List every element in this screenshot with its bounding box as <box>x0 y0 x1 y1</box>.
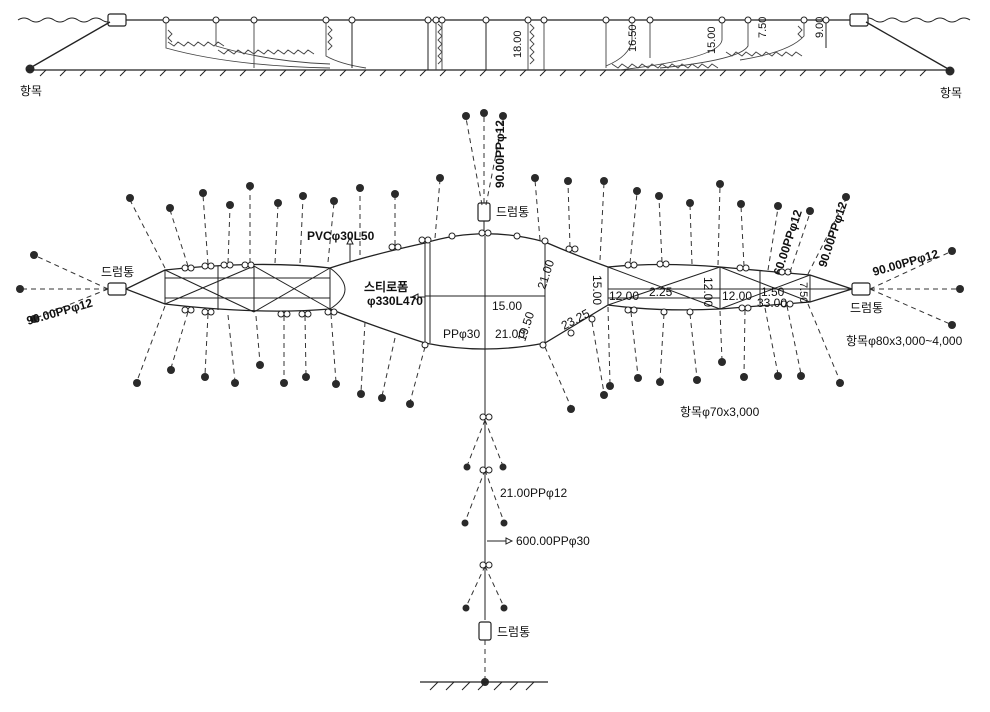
net-outer-top <box>125 233 853 290</box>
side-dim-1650: 16.50 <box>627 24 639 52</box>
center-chamber-arrow <box>410 293 425 301</box>
dim-2325: 23.25 <box>559 306 592 333</box>
side-net-left-mid <box>215 20 331 65</box>
side-dim-750: 7.50 <box>757 17 769 38</box>
side-net-right-zigzag <box>611 25 803 69</box>
drum-bottom <box>478 621 492 641</box>
right-rope-b-label: 90.00PPφ12 <box>816 200 850 269</box>
left-wing-inner <box>164 265 331 313</box>
dim-150: 1.50 <box>761 285 785 299</box>
dim-21-bottom: 21.00 <box>495 327 525 341</box>
side-net-left-inner <box>253 20 367 69</box>
side-anchor-left-label: 항목 <box>20 84 42 98</box>
pp30-label: PPφ30 <box>443 327 480 341</box>
right-chamber <box>607 266 852 310</box>
dim-21-slant: 21.00 <box>535 258 558 291</box>
side-anchor-right-label: 항목 <box>940 86 962 100</box>
dim-15-vert: 15.00 <box>590 275 604 305</box>
side-dim-15: 15.00 <box>706 26 718 54</box>
side-floats <box>162 16 830 24</box>
plan-floats <box>181 229 794 349</box>
pvc-label: PVCφ30L50 <box>307 229 375 243</box>
anchor-80-label: 항목φ80x3,000~4,000 <box>846 334 963 348</box>
center-chamber <box>329 236 546 345</box>
lead-rope-label: 21.00PPφ12 <box>500 486 567 500</box>
anchor-70-label: 항목φ70x3,000 <box>680 405 760 419</box>
side-anchor-line-left <box>29 21 111 69</box>
side-anchor-right <box>945 66 955 76</box>
side-net-right-outer <box>619 20 805 71</box>
drum-top-label: 드럼통 <box>496 205 529 219</box>
drum-left-label: 드럼통 <box>101 265 134 279</box>
drum-right <box>851 282 871 296</box>
side-net-left-outer <box>165 20 331 69</box>
dim-225: 2.25 <box>649 285 673 299</box>
styrofoam-label-1: 스티로폼 <box>364 279 408 294</box>
main-rope-label: 600.00PPφ30 <box>516 534 590 548</box>
drum-left <box>107 282 127 296</box>
main-rope-anchors <box>461 419 508 612</box>
side-anchor-left <box>25 64 35 74</box>
seabed-hatch <box>39 69 927 77</box>
side-net-left-zigzag <box>167 25 333 55</box>
left-rope-label: 90.00PPφ12 <box>25 296 95 328</box>
drum-bottom-label: 드럼통 <box>497 625 530 639</box>
dim-12-b: 12.00 <box>701 277 715 307</box>
plan-view: 드럼통 90.00PPφ12 드럼통 90.00PPφ12 드럼통 90.00P… <box>16 109 964 691</box>
right-rope-label: 90.00PPφ12 <box>871 247 941 279</box>
dim-750: 7.50 <box>797 282 809 303</box>
dim-15-center: 15.00 <box>492 299 522 313</box>
side-net-right-inner <box>605 20 651 68</box>
dim-12-c: 12.00 <box>722 289 752 303</box>
side-dim-9: 9.00 <box>814 17 826 38</box>
main-rope-floats <box>479 413 493 569</box>
dim-33: 33.00 <box>757 296 787 310</box>
plan-anchors-bottom <box>133 303 844 413</box>
top-rope-label: 90.00PPφ12 <box>493 120 507 188</box>
styrofoam-label-2: φ330L470 <box>367 294 423 308</box>
side-drum-left <box>107 13 127 27</box>
drum-right-label: 드럼통 <box>850 301 883 315</box>
side-dim-18: 18.00 <box>512 30 524 58</box>
drum-top <box>477 202 491 222</box>
dim-1950: 19.50 <box>515 310 538 343</box>
side-view: 항목 항목 18.00 16. <box>17 13 971 100</box>
side-anchor-line-right <box>865 21 951 71</box>
side-net-center-right <box>527 20 545 70</box>
side-net-center-left <box>435 20 443 70</box>
pvc-arrow <box>346 236 354 262</box>
plan-anchors-top <box>126 174 850 275</box>
side-drum-right <box>849 13 869 27</box>
water-surface-right <box>861 17 971 23</box>
dim-12-a: 12.00 <box>609 289 639 303</box>
